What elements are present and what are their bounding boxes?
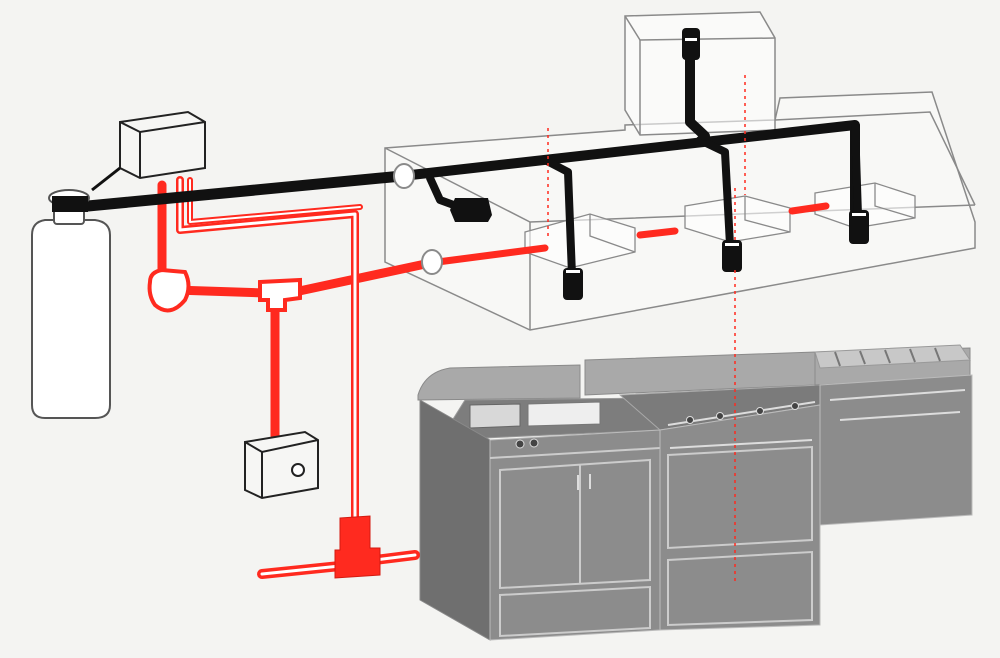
oven-drawer [667, 550, 813, 627]
trip-line-to-hood [285, 258, 435, 298]
fryer-side [419, 399, 491, 641]
fusible-link-line [147, 176, 830, 579]
oven-knob-1 [686, 416, 694, 424]
supply-pipe-main [82, 170, 408, 212]
gas-valve-line-inner [178, 178, 357, 522]
grate-bar-5 [934, 347, 941, 362]
agent-piping [82, 30, 862, 279]
fryer-knob-rail [489, 447, 661, 459]
gas-shutoff-valve [334, 515, 381, 579]
griddle-oven-unit [584, 351, 821, 631]
plenum-nozzle [450, 198, 492, 222]
hood-penetrations [393, 163, 443, 275]
duct-nozzle-band [685, 38, 697, 41]
hood-outline [384, 91, 976, 331]
detection-line-c [788, 202, 830, 215]
agent-cylinder [31, 189, 111, 419]
nozzle-2-band [725, 243, 739, 246]
duct-riser [685, 30, 710, 141]
cooking-appliances [417, 344, 973, 641]
grate-bar-1 [834, 351, 841, 367]
oven-handle [669, 439, 813, 449]
filter-2-fold [744, 196, 791, 233]
nozzle-1 [563, 268, 583, 300]
fryer-knob-1 [515, 439, 525, 449]
oven-door [667, 445, 813, 550]
broiler-grates [814, 344, 971, 369]
gas-supply-pipe-right-inner [373, 553, 417, 562]
trip-line-tee [258, 277, 302, 312]
manual-pull-station [244, 430, 319, 500]
fryer-drawer [499, 585, 651, 638]
hood-top-ridge [774, 111, 976, 206]
grommet-agent [393, 163, 415, 189]
pull-station-icon [244, 430, 319, 500]
plenum-filters [524, 182, 916, 269]
nozzle-1-band [566, 270, 580, 273]
nozzle-3-band [852, 213, 866, 216]
broiler-front [819, 374, 973, 526]
filter-1-fold [589, 214, 636, 253]
pull-station-knob [291, 463, 305, 477]
grate-bar-3 [884, 349, 891, 364]
nozzle-2 [722, 240, 742, 272]
oven-knob-4 [791, 402, 799, 410]
control-box-link [91, 166, 121, 192]
cylinder-valve-head [52, 196, 88, 212]
nozzle-drop-1 [541, 156, 576, 279]
grate-bar-2 [859, 350, 866, 365]
oven-knob-2 [716, 412, 724, 420]
control-box [91, 110, 206, 192]
broiler-rail [829, 389, 966, 401]
exhaust-duct [624, 11, 776, 136]
fryer-range-unit [417, 364, 661, 641]
fryer-knob-2 [529, 438, 539, 448]
nozzle-drop-2 [696, 136, 734, 249]
control-box-icon [119, 110, 206, 180]
grommet-detection [421, 249, 443, 275]
fryer-vat [527, 401, 601, 427]
duct-box [624, 11, 776, 136]
fryer-cabinet-doors [499, 458, 651, 590]
gas-cylinder-icon [31, 219, 111, 419]
discharge-nozzles [450, 28, 869, 300]
oven-front [659, 404, 821, 631]
nozzle-centerlines [547, 75, 746, 582]
broiler-handle [839, 411, 961, 421]
detection-line-b [636, 227, 679, 239]
nozzle-drop-3 [851, 121, 862, 219]
nozzle-3 [849, 210, 869, 244]
gas-supply-pipe-inner [260, 564, 342, 576]
oven-knob-3 [756, 407, 764, 415]
grate-bar-4 [909, 348, 916, 363]
trip-line-elbow [147, 267, 191, 313]
duct-nozzle [682, 28, 700, 60]
detection-line-a [426, 244, 549, 267]
fryer-basket [469, 403, 521, 429]
filter-3-fold [874, 183, 916, 219]
fryer-backsplash [417, 364, 581, 401]
charbroiler-unit [814, 344, 973, 526]
